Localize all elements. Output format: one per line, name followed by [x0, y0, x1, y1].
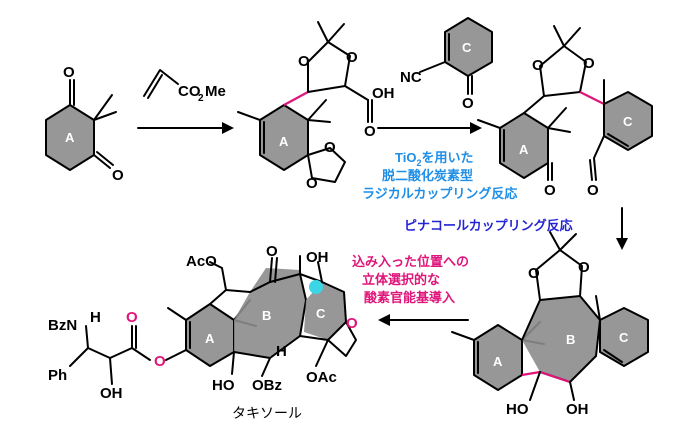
atom-o-enone: O [462, 95, 474, 112]
compound-pinacol: O O HO OH A B C [451, 231, 649, 418]
ring-label-b-4: B [566, 332, 575, 347]
taxol-h: H [276, 343, 287, 360]
atom-o-acetonide-4: O [583, 55, 595, 72]
atom-o-bottom: O [112, 167, 124, 184]
taxol-ph: Ph [48, 367, 67, 384]
atom-o-aldehyde-2: O [587, 182, 599, 199]
pinacol-oh: OH [566, 401, 589, 418]
ring-label-a: A [65, 130, 75, 145]
ring-a-fill-5 [186, 304, 234, 366]
taxol-oxetane-o: O [346, 315, 358, 332]
arrow-step-1 [137, 122, 234, 134]
ring-label-a-5: A [205, 331, 215, 346]
taxol-obz: OBz [252, 377, 282, 394]
acrylate-me: Me [205, 83, 226, 100]
note-radical-line2: 脱二酸化炭素型 [382, 168, 473, 183]
reagent-methyl-acrylate: CO 2 Me [143, 69, 226, 104]
ring-label-c-3: C [623, 114, 633, 129]
ring-b-fill-4 [522, 296, 600, 382]
arrow-step-4 [378, 314, 469, 326]
taxol-oac: OAc [306, 369, 337, 386]
product-name-taxol: タキソール [232, 405, 302, 421]
note-pinacol: ピナコールカップリング反応 [404, 218, 573, 233]
note-radical-coupling: TiO2を用いた 脱二酸化炭素型 ラジカルカップリング反応 [362, 150, 517, 201]
ring-c-fill-3 [604, 92, 652, 150]
atom-o-top: O [63, 64, 75, 81]
atom-o-acetonide-2: O [346, 49, 358, 66]
atom-o-aldehyde-1: O [544, 182, 556, 199]
atom-o-carbonyl: O [364, 123, 376, 140]
note-oxygen-line3: 酸素官能基導入 [364, 290, 455, 305]
reagent-cyanoenone: NC O C [400, 17, 493, 112]
ring-c-fill-reagent [445, 18, 492, 76]
ring-a-fill [46, 105, 94, 170]
compound-coupled: O O O O C A [477, 25, 653, 199]
acrylate-sub: 2 [198, 93, 204, 104]
svg-text:TiO2を用いた: TiO2を用いた [395, 150, 473, 168]
compound-dione: O O A [45, 64, 124, 184]
ring-label-c-4: C [619, 330, 629, 345]
taxol-aco: AcO [186, 253, 217, 270]
arrow-step-3 [616, 207, 628, 250]
note-tio-rest: を用いた [421, 150, 473, 165]
taxol-c10-oh: OH [306, 249, 329, 266]
taxol-nh-h: H [90, 309, 101, 326]
taxol-ketone-o: O [266, 243, 278, 260]
compound-taxol: AcO O OH O OAc OBz HO H O O OH [48, 243, 358, 402]
note-oxygenation: 込み入った位置への 立体選択的な 酸素官能基導入 [352, 254, 469, 305]
note-oxygen-line1: 込み入った位置への [352, 254, 469, 269]
taxol-side-chain-carbonyl: O [126, 309, 138, 326]
atom-o-acetonide-5: O [528, 265, 540, 282]
taxol-bzn: BzN [48, 317, 77, 334]
ring-label-a-4: A [493, 354, 503, 369]
ring-label-c-5: C [316, 306, 326, 321]
highlight-c10 [309, 280, 323, 294]
taxol-ho: HO [212, 377, 235, 394]
compound-acid: O O O O O OH A [237, 21, 395, 192]
ring-c-fill-5 [304, 282, 346, 340]
atom-o-acetonide-3: O [532, 57, 544, 74]
nitrile-nc: NC [400, 69, 422, 86]
ring-c-fill-4 [600, 308, 648, 366]
atom-o-acetonide-6: O [578, 259, 590, 276]
taxol-bz: BzN [48, 317, 77, 334]
atom-o-ketal-1: O [324, 139, 336, 156]
atom-o-ketal-2: O [306, 175, 318, 192]
acrylate-co: CO [178, 83, 201, 100]
ring-label-c-reagent: C [462, 40, 472, 55]
note-oxygen-line2: 立体選択的な [362, 272, 440, 287]
note-radical-line3: ラジカルカップリング反応 [362, 186, 517, 201]
atom-o-acetonide-1: O [298, 53, 310, 70]
ring-label-a-2: A [279, 134, 289, 149]
arrow-step-2 [377, 122, 482, 134]
ring-a-fill-2 [260, 105, 308, 170]
note-tio-sub: 2 [416, 158, 421, 168]
ring-a-fill-3 [500, 113, 548, 178]
ring-a-fill-4 [474, 325, 522, 390]
taxol-ester-o: O [154, 353, 166, 370]
ring-label-b-5: B [262, 308, 271, 323]
carboxylic-oh: OH [372, 85, 395, 102]
note-tio: TiO [395, 150, 416, 165]
pinacol-ho: HO [506, 401, 529, 418]
taxol-side-chain-oh: OH [100, 385, 123, 402]
ring-label-a-3: A [519, 142, 529, 157]
